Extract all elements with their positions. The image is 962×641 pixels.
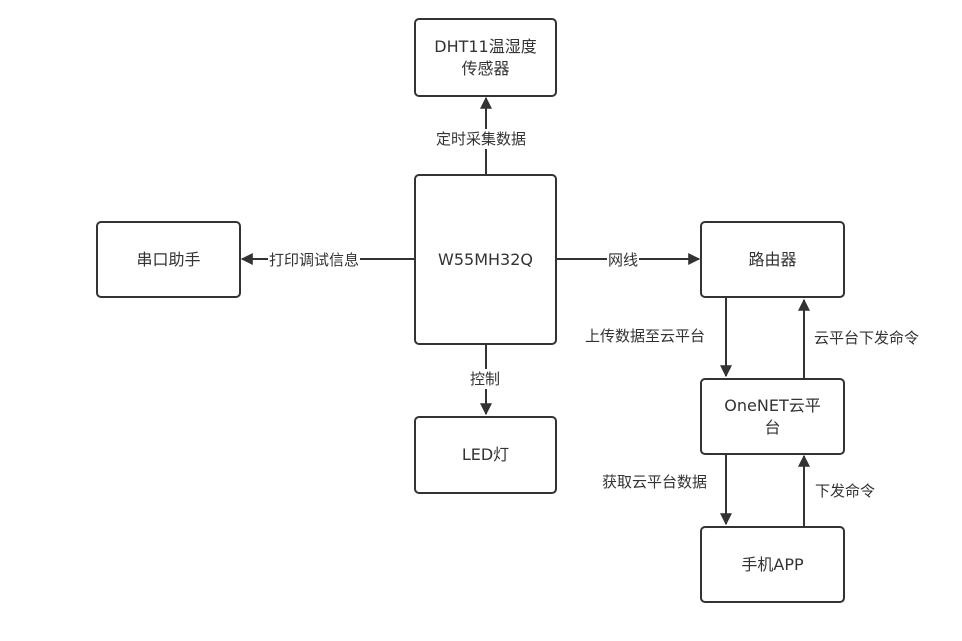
node-onenet-label: OneNET云平台 [724, 395, 821, 437]
node-mcu-label: W55MH32Q [438, 249, 533, 269]
node-app-label: 手机APP [741, 554, 804, 574]
node-serial-label: 串口助手 [136, 249, 201, 269]
node-led-label: LED灯 [461, 445, 510, 464]
node-router-label: 路由器 [748, 249, 797, 269]
edge-label-print-debug: 打印调试信息 [268, 250, 361, 270]
edge-label-network-cable: 网线 [607, 250, 640, 270]
node-mcu-w55mh32q[interactable]: W55MH32Q [414, 174, 557, 345]
node-router[interactable]: 路由器 [700, 221, 845, 298]
edge-label-send-command: 下发命令 [815, 482, 876, 500]
edge-label-cloud-send-command: 云平台下发命令 [814, 329, 920, 347]
edge-label-collect-data: 定时采集数据 [435, 129, 528, 149]
node-mobile-app[interactable]: 手机APP [700, 526, 845, 603]
node-led[interactable]: LED灯 [414, 416, 557, 494]
edge-label-upload-to-cloud: 上传数据至云平台 [585, 327, 706, 345]
edge-label-control: 控制 [469, 369, 502, 389]
edge-label-get-cloud-data: 获取云平台数据 [602, 473, 708, 491]
node-dht11-sensor[interactable]: DHT11温湿度传感器 [414, 18, 557, 97]
node-dht11-label: DHT11温湿度传感器 [434, 36, 537, 78]
node-serial-assistant[interactable]: 串口助手 [96, 221, 241, 298]
node-onenet-cloud[interactable]: OneNET云平台 [700, 378, 845, 455]
